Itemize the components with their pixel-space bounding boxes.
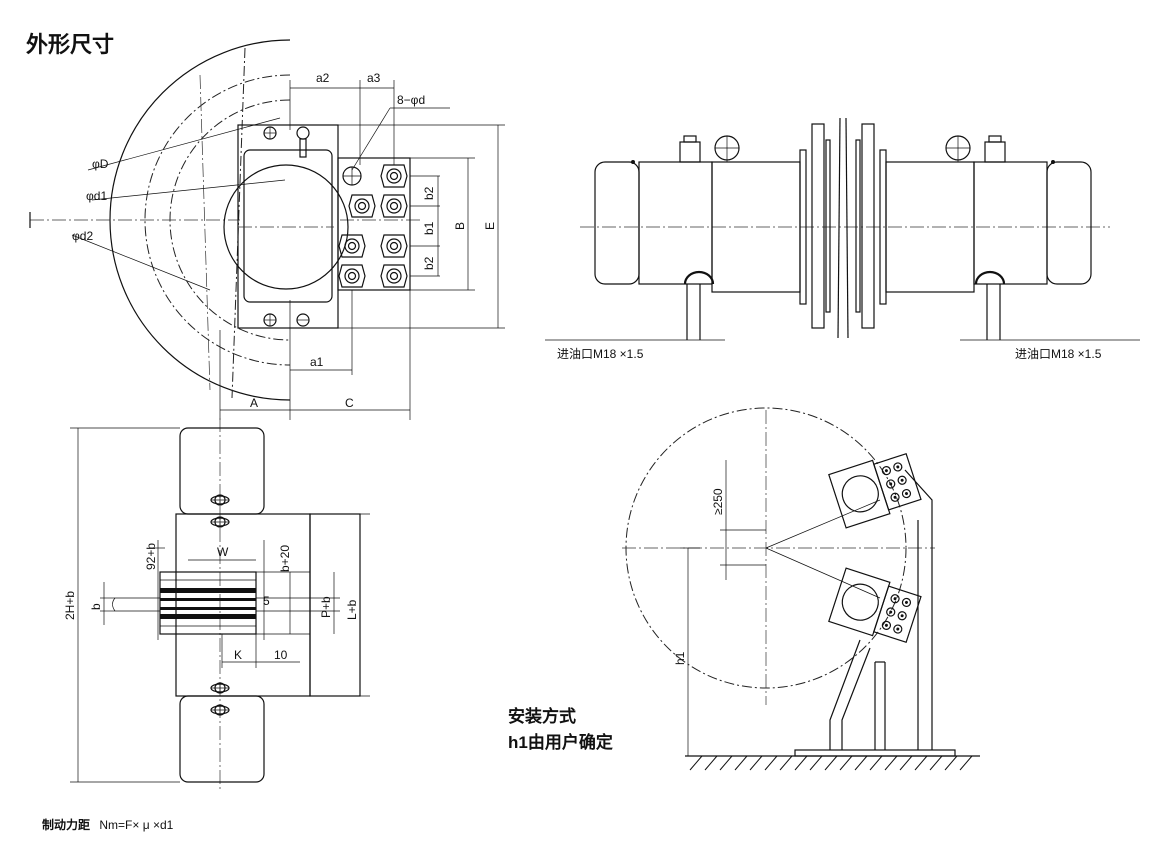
wing-bolt-icon bbox=[210, 494, 230, 506]
formula-expr: Nm=F× μ ×d1 bbox=[99, 818, 173, 832]
hex-nut-icon bbox=[380, 264, 408, 288]
oil-port-label-right: 进油口M18 ×1.5 bbox=[1015, 347, 1102, 361]
side-view: 进油口M18 ×1.5 进油口M18 ×1.5 bbox=[545, 117, 1140, 361]
disc-d1-arc bbox=[144, 74, 291, 366]
wing-bolt-icon bbox=[210, 704, 230, 716]
hex-nut-icon bbox=[348, 194, 376, 218]
caliper-body bbox=[237, 124, 339, 329]
phi-d1-label: φd1 bbox=[86, 189, 107, 203]
front-view: φD φd1 φd2 a2 a3 8−φd b2 b1 b2 B E bbox=[29, 39, 505, 420]
page-title: 外形尺寸 bbox=[26, 32, 114, 57]
bolt-hole-callout: 8−φd bbox=[397, 93, 425, 107]
dim-min-250: ≥250 bbox=[711, 488, 725, 515]
disc-outer-arc bbox=[109, 39, 291, 401]
wing-bolt-icon bbox=[210, 516, 230, 528]
formula-label-text: 制动力距 bbox=[42, 817, 90, 832]
hex-nut-icon bbox=[380, 164, 408, 188]
dim-B: B bbox=[453, 222, 467, 230]
piston-circle bbox=[223, 164, 349, 290]
hex-nut-icon bbox=[338, 234, 366, 258]
wing-bolt-icon bbox=[210, 682, 230, 694]
dim-E: E bbox=[483, 222, 497, 230]
dim-b2-top: b2 bbox=[422, 186, 436, 200]
phi-D-label: φD bbox=[92, 157, 109, 171]
dim-A: A bbox=[250, 396, 258, 410]
hex-nut-icon bbox=[380, 194, 408, 218]
dim-W: W bbox=[217, 545, 229, 559]
mounting-caption-1: 安装方式 bbox=[508, 706, 576, 726]
dim-a1: a1 bbox=[310, 355, 324, 369]
top-view: 2H+b 92+b W b+20 b 5 P+b L+b K 10 bbox=[63, 418, 370, 790]
hex-nut-icon bbox=[338, 264, 366, 288]
dim-a2: a2 bbox=[316, 71, 330, 85]
dim-5: 5 bbox=[263, 594, 270, 608]
formula-label: 制动力距 Nm=F× μ ×d1 bbox=[42, 817, 174, 832]
dim-K: K bbox=[234, 648, 242, 662]
mounting-view: ≥250 h1 安装方式 h1由用户确定 bbox=[508, 407, 980, 771]
dim-2H-plus-b: 2H+b bbox=[63, 591, 77, 620]
oil-port-label-left: 进油口M18 ×1.5 bbox=[557, 347, 644, 361]
hex-nut-icon bbox=[380, 234, 408, 258]
dim-b: b bbox=[89, 603, 103, 610]
mounting-caption-2: h1由用户确定 bbox=[508, 732, 613, 752]
dim-92-plus-b: 92+b bbox=[144, 543, 158, 570]
dim-P-plus-b: P+b bbox=[319, 596, 333, 618]
phi-d2-label: φd2 bbox=[72, 229, 93, 243]
dim-C: C bbox=[345, 396, 354, 410]
dim-b2-bottom: b2 bbox=[422, 256, 436, 270]
dim-b-plus-20: b+20 bbox=[278, 545, 292, 572]
dim-a3: a3 bbox=[367, 71, 381, 85]
bolt-plate bbox=[337, 157, 411, 291]
dim-b1: b1 bbox=[422, 221, 436, 235]
dim-10: 10 bbox=[274, 648, 288, 662]
dim-L-plus-b: L+b bbox=[345, 599, 359, 620]
dim-h1: h1 bbox=[673, 651, 687, 665]
